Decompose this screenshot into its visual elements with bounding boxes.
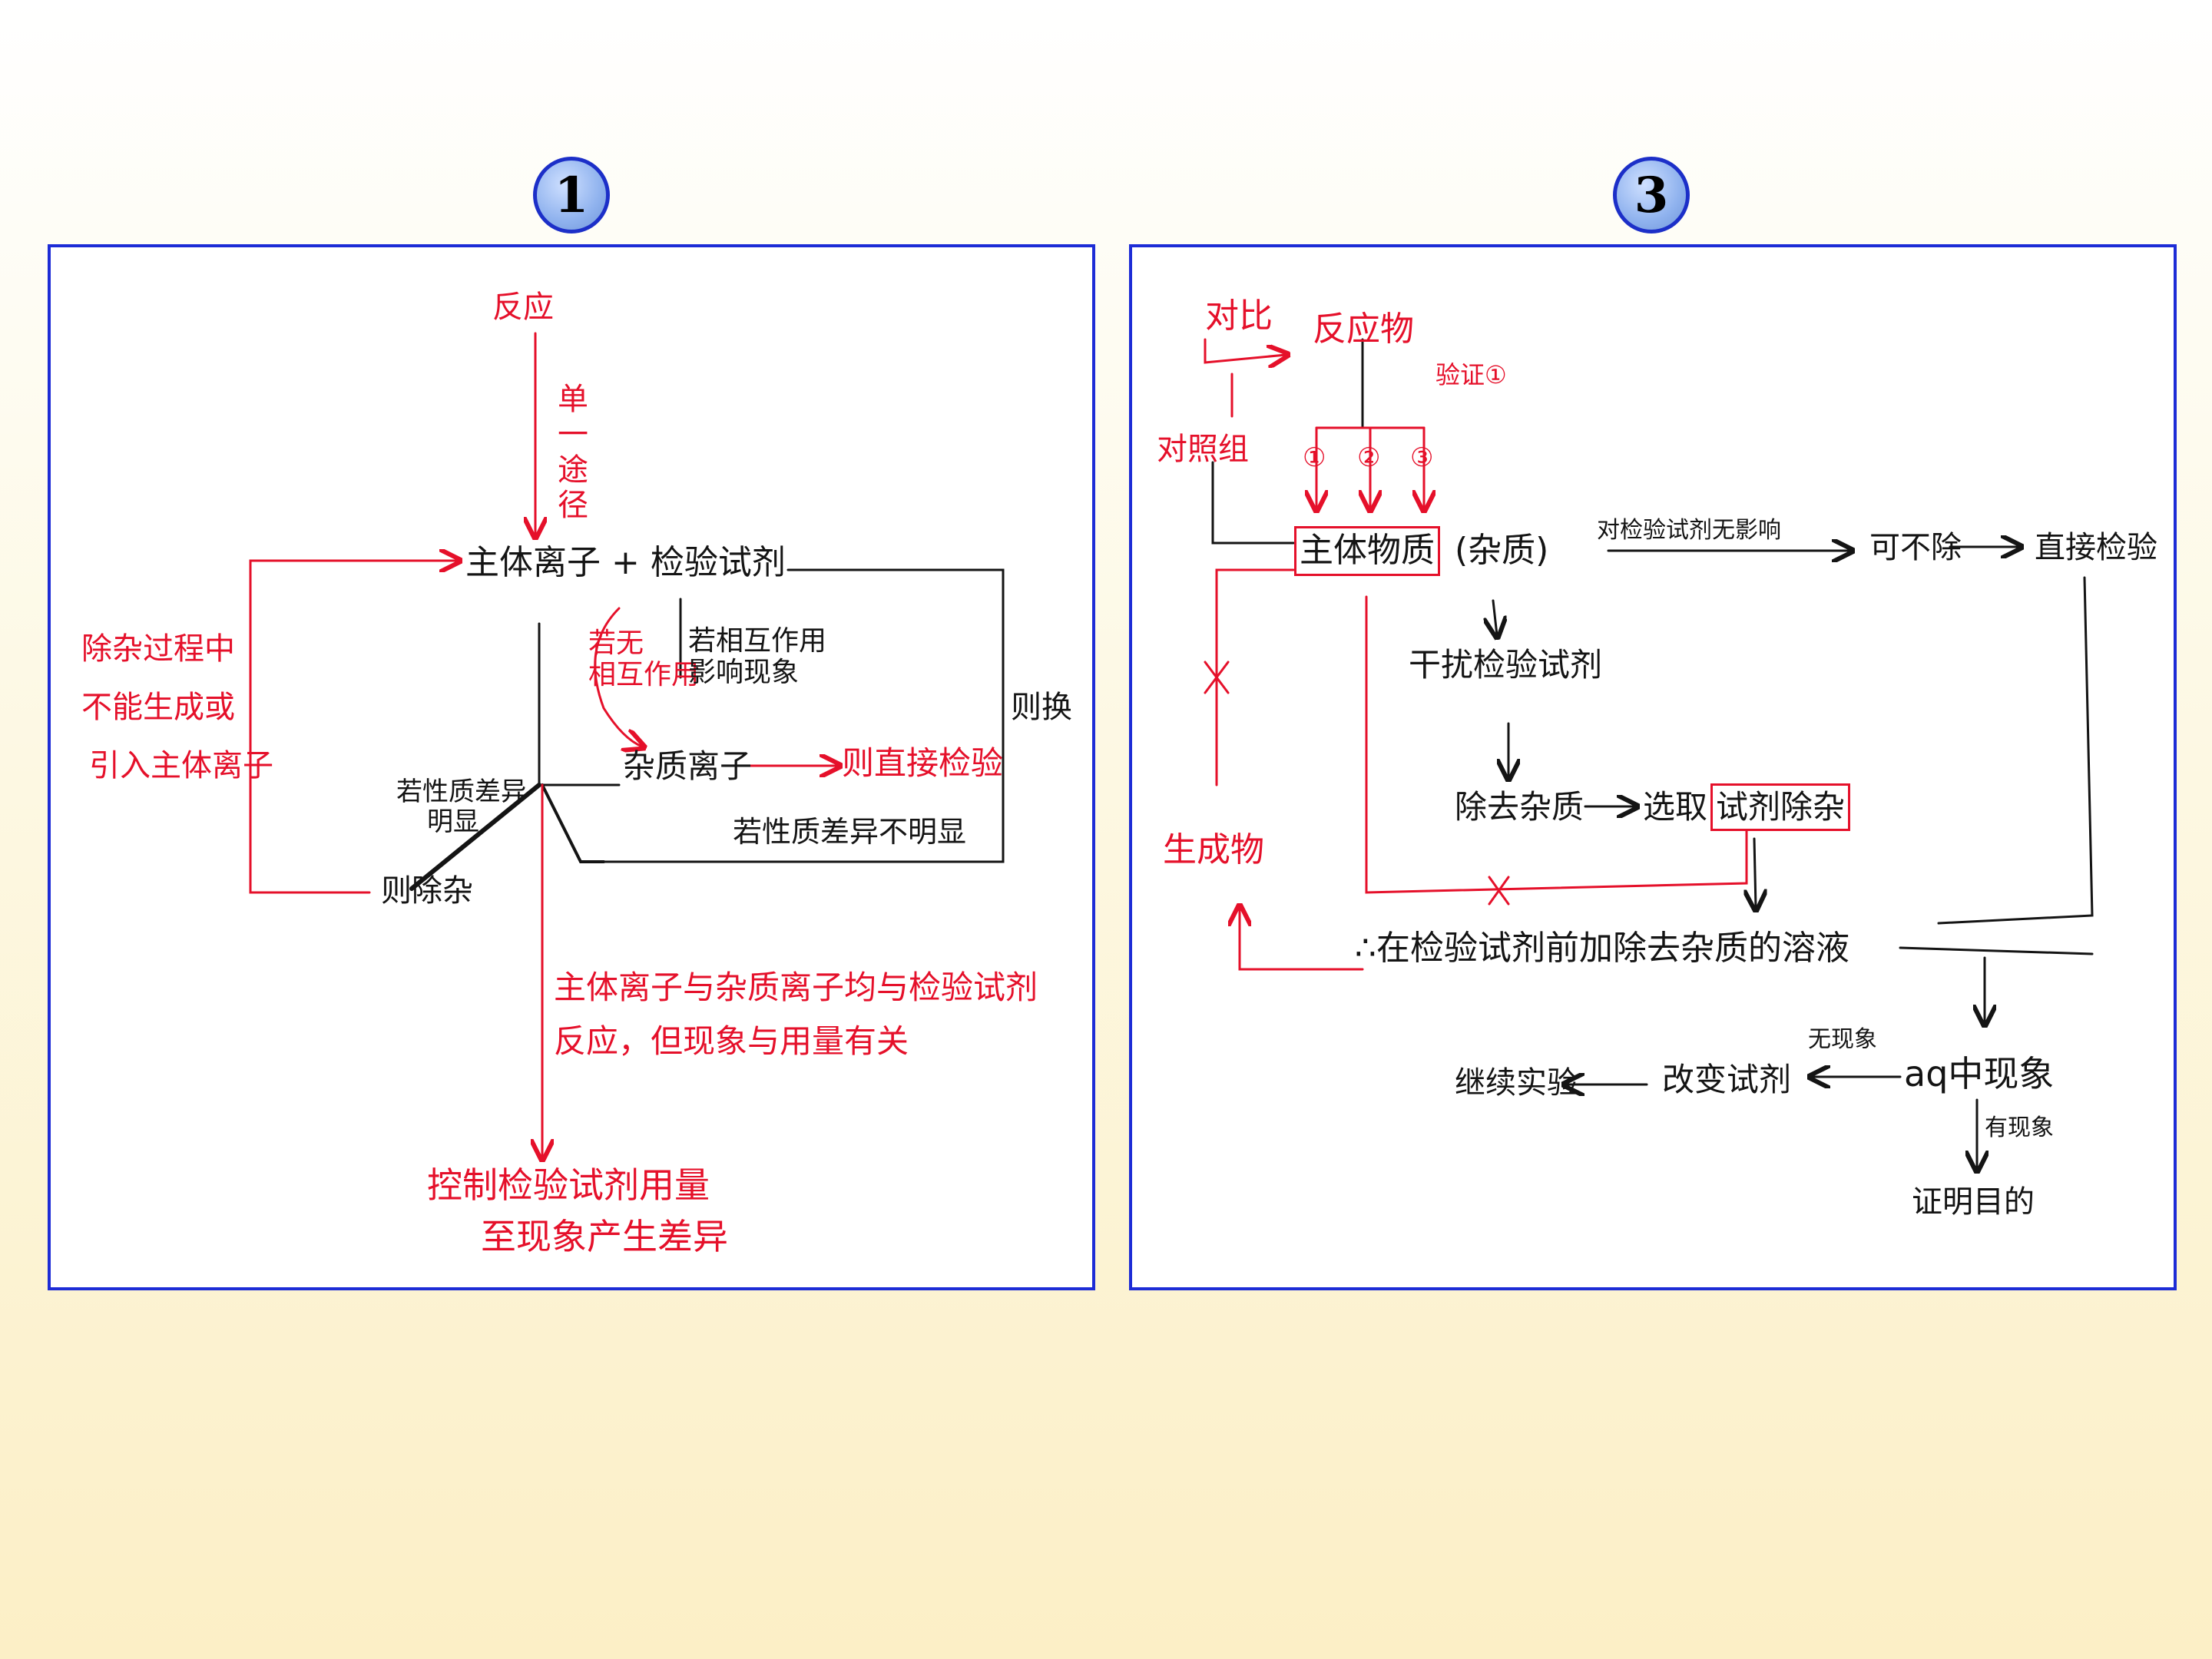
label-if-interaction: 若相互作用 影响现象 — [688, 625, 826, 689]
badge-label: 3 — [1634, 166, 1669, 224]
single-path-char: 径 — [558, 488, 588, 523]
crossed-line-left — [1215, 568, 1295, 786]
control-line: 控制检验试剂用量 — [427, 1164, 710, 1206]
label-compare: 对比 — [1205, 296, 1273, 336]
label-control-dosage: 控制检验试剂用量 至现象产生差异 — [427, 1164, 728, 1257]
label-impurity-ion: 杂质离子 — [623, 747, 753, 785]
label-no-interaction: 若无 相互作用 — [588, 628, 699, 691]
badge-label: 1 — [554, 166, 589, 224]
label-impurity: (杂质) — [1455, 531, 1549, 570]
crossed-loop-bottom — [1365, 595, 1748, 894]
cross-mark-left-x — [1204, 661, 1230, 694]
diagram-panel-3: 对比 反应物 验证① 对照组 ① ② ③ 主体物质 (杂质) 对检验试剂无影响 … — [1129, 244, 2177, 1290]
label-need-not-remove: 可不除 — [1869, 530, 1962, 565]
label-change-reagent: 改变试剂 — [1662, 1061, 1792, 1098]
circle-2: ② — [1357, 442, 1381, 473]
label-interfere: 干扰检验试剂 — [1409, 646, 1603, 684]
arrow-compare — [1204, 338, 1286, 363]
label-direct-test: 直接检验 — [2035, 530, 2157, 565]
no-interaction-line: 相互作用 — [588, 659, 700, 691]
label-aq-phenomenon: aq中现象 — [1904, 1053, 2055, 1094]
label-control-group: 对照组 — [1157, 432, 1249, 467]
curved-arrow-no-interaction — [594, 607, 642, 747]
line-direct-test — [1937, 576, 2094, 925]
arrow-to-product — [1240, 908, 1364, 971]
panel-3-number-badge: 3 — [1613, 157, 1690, 233]
label-continue: 继续实验 — [1455, 1065, 1578, 1101]
panel-1-connectors — [249, 332, 1005, 1293]
label-prove-goal: 证明目的 — [1912, 1184, 2035, 1220]
branch-obvious — [409, 783, 541, 891]
circle-3: ③ — [1410, 442, 1434, 473]
label-both-react: 主体离子与杂质离子均与检验试剂 反应，但现象与用量有关 — [554, 969, 1038, 1061]
label-not-obvious-diff: 若性质差异不明显 — [733, 815, 967, 849]
panel-3-connectors — [1204, 338, 2094, 1293]
single-path-char: 单 — [558, 382, 588, 417]
label-direct-test: 则直接检验 — [842, 744, 1004, 782]
obvious-diff-line: 明显 — [427, 806, 479, 838]
label-then-replace: 则换 — [1011, 690, 1072, 725]
reagent-remove-box: 试剂除杂 — [1710, 783, 1851, 832]
obvious-diff-line: 若性质差异 — [396, 777, 527, 807]
remove-line: 引入主体离子 — [89, 748, 273, 783]
label-then-remove: 则除杂 — [381, 873, 473, 909]
control-group-bracket — [1211, 461, 1295, 545]
label-add-solution: ∴在检验试剂前加除去杂质的溶液 — [1355, 929, 1849, 968]
no-interaction-line: 若无 — [588, 628, 644, 659]
cross-mark-bottom-x — [1488, 876, 1510, 906]
diagram-panel-1: 反应 单 一 途 径 主体离子 + 检验试剂 除杂过程中 不能生成或 引入主体离… — [48, 244, 1095, 1290]
single-path-char: 一 — [558, 417, 588, 452]
branch-not-obvious — [541, 783, 605, 863]
main-substance-box: 主体物质 — [1294, 526, 1440, 576]
remove-line: 不能生成或 — [81, 690, 235, 725]
label-single-path: 单 一 途 径 — [558, 382, 588, 523]
if-interaction-line: 若相互作用 — [688, 625, 827, 657]
arrow-box-down — [1754, 837, 1756, 908]
both-react-line: 反应，但现象与用量有关 — [554, 1022, 909, 1061]
label-no-phenomenon: 无现象 — [1808, 1026, 1877, 1053]
label-remove-impurity: 除去杂质 — [1455, 788, 1584, 826]
circle-1: ① — [1303, 442, 1326, 473]
both-react-line: 主体离子与杂质离子均与检验试剂 — [554, 969, 1038, 1006]
loop-then-replace — [602, 568, 1005, 863]
label-select: 选取 — [1643, 788, 1708, 826]
label-no-effect: 对检验试剂无影响 — [1597, 517, 1781, 544]
line-solution-right — [1899, 946, 2094, 955]
label-product: 生成物 — [1163, 830, 1264, 869]
panel-1-number-badge: 1 — [533, 157, 610, 233]
label-remove-process: 除杂过程中 不能生成或 引入主体离子 — [81, 631, 273, 783]
if-interaction-line: 影响现象 — [688, 657, 800, 689]
label-has-phenomenon: 有现象 — [1985, 1114, 2054, 1141]
main-ion-reagent: 主体离子 + 检验试剂 — [465, 543, 786, 582]
single-path-char: 途 — [558, 452, 588, 488]
arrow-remove-to-main — [249, 561, 458, 894]
label-verify: 验证① — [1435, 360, 1507, 389]
arrow-to-interfere — [1493, 599, 1497, 635]
label-reactant: 反应物 — [1313, 310, 1414, 349]
label-obvious-diff: 若性质差异 明显 — [396, 777, 527, 837]
remove-line: 除杂过程中 — [81, 631, 235, 667]
control-line: 至现象产生差异 — [481, 1215, 728, 1257]
label-reaction: 反应 — [492, 290, 554, 325]
